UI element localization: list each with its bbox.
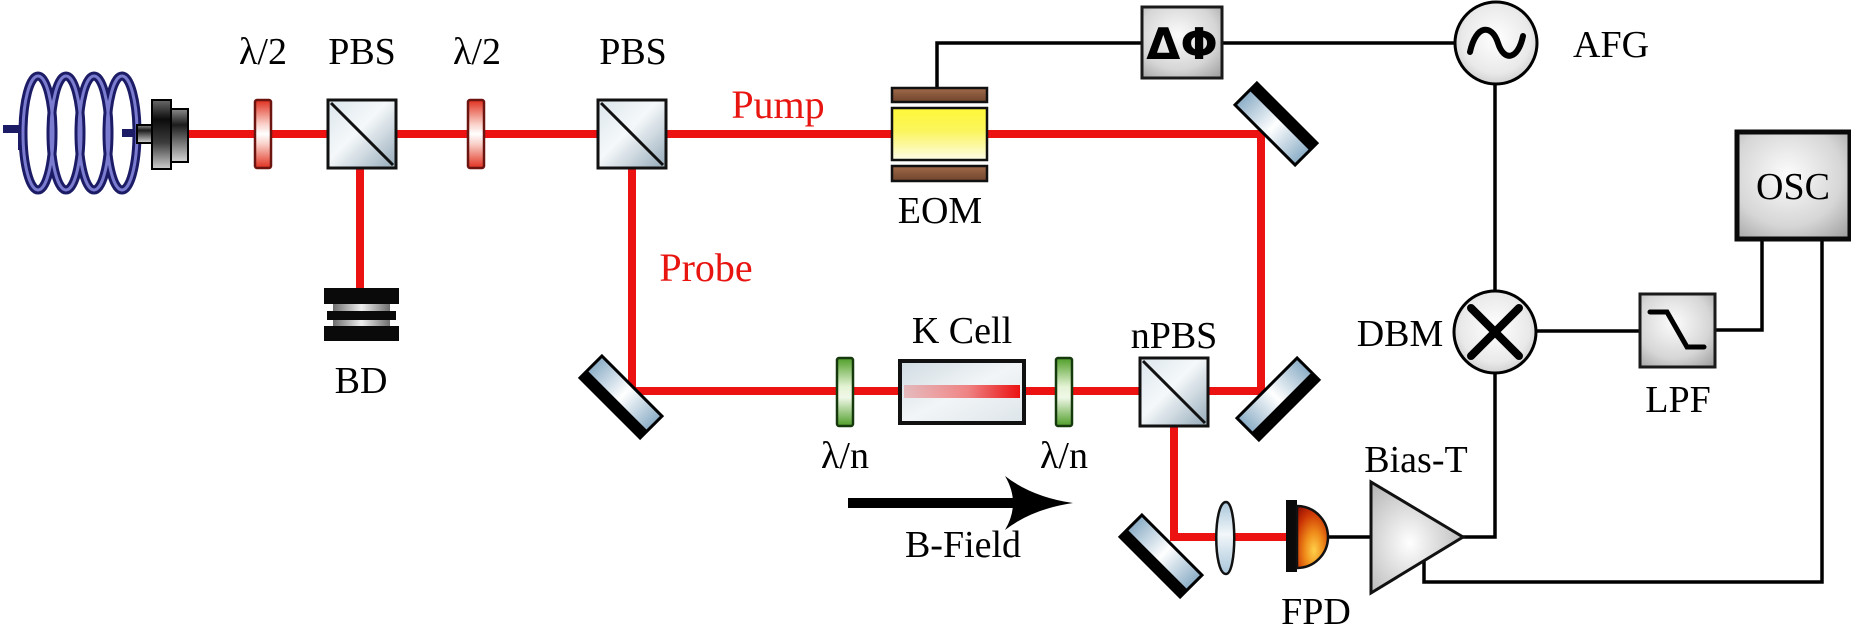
afg-label: AFG bbox=[1573, 24, 1649, 66]
half-waveplate-1 bbox=[253, 98, 273, 170]
focusing-lens bbox=[1215, 500, 1236, 576]
pump-mirror-top bbox=[1232, 80, 1320, 168]
pump-label: Pump bbox=[731, 82, 824, 127]
sine-wave-icon bbox=[1467, 26, 1526, 59]
fiber-coupler bbox=[136, 99, 189, 170]
beam-dump-label: BD bbox=[335, 360, 388, 402]
bias-t-label: Bias-T bbox=[1364, 439, 1467, 481]
fpd-photodetector bbox=[1286, 500, 1330, 572]
pbs-cube-1 bbox=[326, 98, 398, 170]
eom-top-electrode bbox=[890, 86, 989, 104]
dbm-mixer bbox=[1452, 289, 1538, 375]
npbs-cube bbox=[1138, 356, 1210, 428]
fpd-label: FPD bbox=[1281, 591, 1351, 629]
eom-modulator bbox=[890, 86, 989, 183]
osc-label: OSC bbox=[1756, 166, 1830, 208]
lambda-n-waveplate-1 bbox=[835, 356, 855, 428]
lambda-n-waveplate-2 bbox=[1054, 356, 1074, 428]
npbs-label: nPBS bbox=[1131, 315, 1218, 357]
half-waveplate-2 bbox=[466, 98, 486, 170]
pbs-1-label: PBS bbox=[328, 31, 396, 73]
k-cell-label: K Cell bbox=[912, 310, 1012, 352]
detection-mirror bbox=[1117, 512, 1205, 600]
mixer-cross-icon bbox=[1467, 304, 1523, 360]
eom-crystal bbox=[890, 106, 989, 162]
probe-label: Probe bbox=[659, 245, 752, 290]
bias-t-amplifier bbox=[1369, 479, 1466, 596]
beam-dump bbox=[324, 288, 399, 341]
lambda-n-1-label: λ/n bbox=[821, 435, 869, 477]
biast-to-dbm-wire bbox=[1462, 371, 1497, 539]
half-waveplate-2-label: λ/2 bbox=[453, 31, 501, 73]
half-waveplate-1-label: λ/2 bbox=[239, 31, 287, 73]
fiber-coil bbox=[3, 71, 142, 195]
pbs-2-label: PBS bbox=[599, 31, 667, 73]
lpf-to-osc-wire bbox=[1714, 240, 1764, 332]
b-field-label: B-Field bbox=[905, 524, 1021, 566]
lpf-label: LPF bbox=[1645, 379, 1710, 421]
lowpass-icon bbox=[1647, 309, 1707, 350]
k-cell-internal-beam bbox=[904, 385, 1020, 398]
pump-mirror-bottom bbox=[1234, 355, 1322, 443]
probe-mirror bbox=[577, 353, 665, 441]
afg-generator bbox=[1453, 0, 1539, 86]
pbs-cube-2 bbox=[596, 98, 668, 170]
oscilloscope-box bbox=[1734, 129, 1851, 242]
biast-to-osc-wire bbox=[1422, 240, 1824, 584]
lambda-n-2-label: λ/n bbox=[1040, 435, 1088, 477]
eom-bottom-electrode bbox=[890, 164, 989, 183]
phase-shifter-box bbox=[1140, 5, 1224, 80]
b-field-arrow bbox=[848, 476, 1073, 530]
eom-to-phase-wire bbox=[935, 41, 1142, 92]
phase-shifter-label: ΔΦ bbox=[1146, 19, 1217, 70]
lpf-filter bbox=[1638, 292, 1717, 369]
signal-wires bbox=[935, 41, 1824, 584]
k-cell bbox=[898, 359, 1026, 425]
dbm-label: DBM bbox=[1357, 313, 1444, 355]
eom-label: EOM bbox=[898, 190, 982, 232]
